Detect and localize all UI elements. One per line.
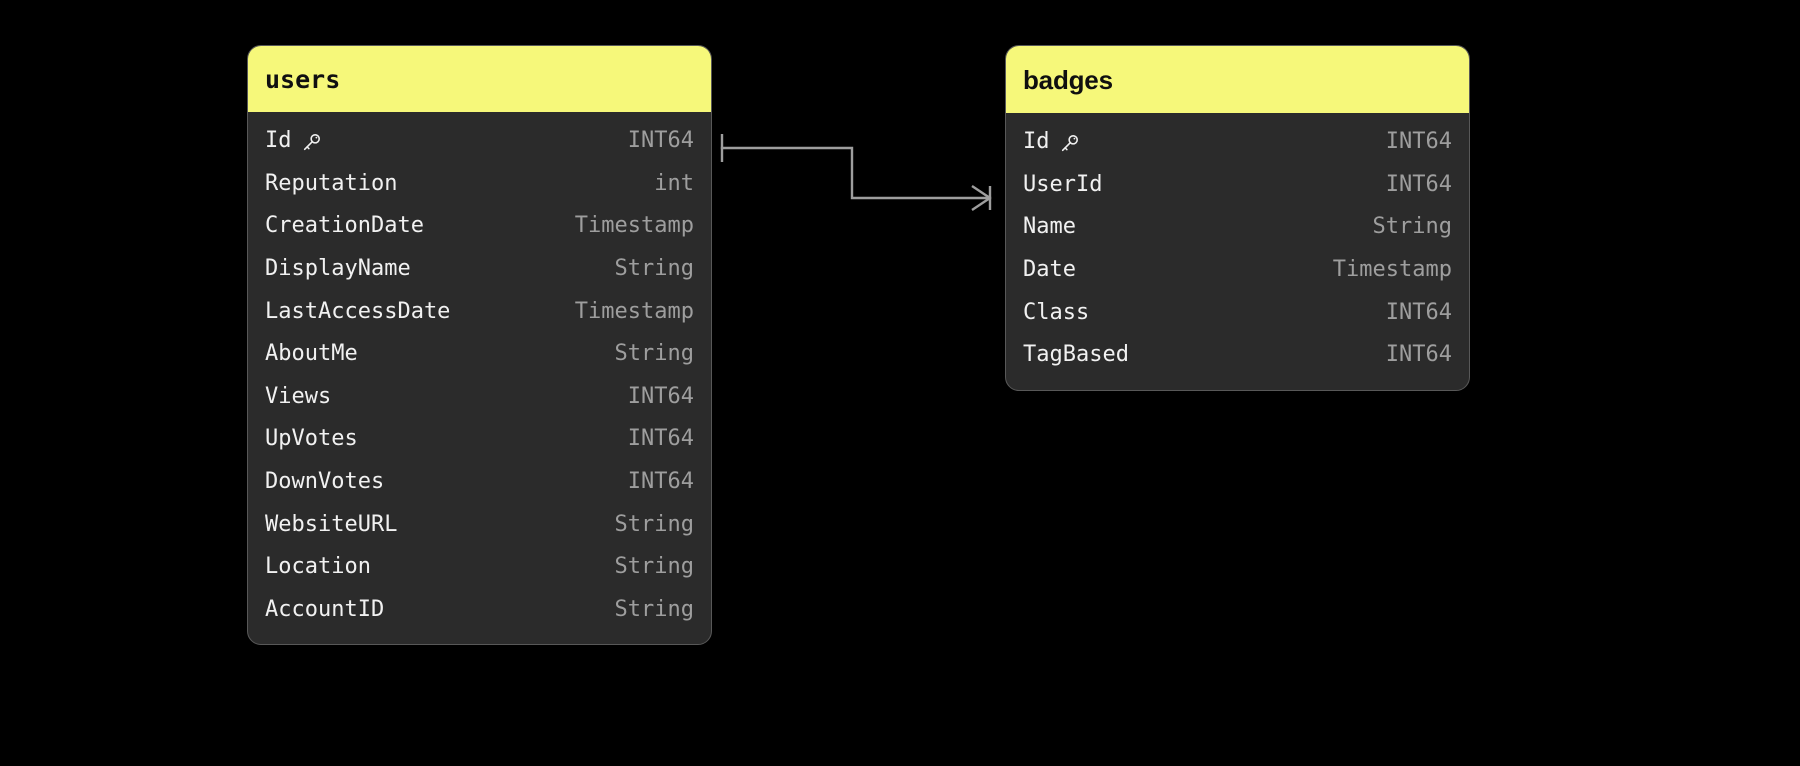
key-icon bbox=[1059, 133, 1080, 154]
field-label: Date bbox=[1023, 257, 1076, 283]
field-row[interactable]: TagBased INT64 bbox=[1006, 334, 1469, 377]
field-type: INT64 bbox=[1385, 342, 1452, 368]
field-type: Timestamp bbox=[574, 298, 694, 324]
field-name: Location bbox=[265, 556, 371, 578]
field-row[interactable]: UpVotes INT64 bbox=[248, 418, 711, 461]
field-name: Date bbox=[1023, 259, 1076, 281]
field-name: Id bbox=[265, 130, 322, 152]
field-label: TagBased bbox=[1023, 342, 1129, 368]
field-row[interactable]: AboutMe String bbox=[248, 333, 711, 376]
field-row[interactable]: Id INT64 bbox=[248, 120, 711, 163]
entity-field-list-users: Id INT64 Reputation int bbox=[248, 112, 711, 644]
field-label: Class bbox=[1023, 299, 1090, 325]
cardinality-many-crowsfoot bbox=[971, 185, 992, 211]
field-label: Location bbox=[265, 554, 371, 580]
field-name: AccountID bbox=[265, 596, 385, 622]
field-name: DownVotes bbox=[265, 471, 384, 493]
field-type: Timestamp bbox=[574, 213, 694, 239]
field-type: Timestamp bbox=[1332, 257, 1452, 283]
entity-title-users: users bbox=[248, 46, 711, 112]
field-row[interactable]: WebsiteURL String bbox=[248, 503, 711, 546]
field-name: CreationDate bbox=[265, 215, 424, 237]
field-type: INT64 bbox=[627, 426, 694, 452]
field-row[interactable]: Reputation int bbox=[248, 163, 711, 206]
field-type: int bbox=[654, 170, 694, 196]
field-label: LastAccessDate bbox=[265, 298, 451, 324]
field-name: Reputation bbox=[265, 170, 398, 196]
field-type: INT64 bbox=[627, 128, 694, 154]
field-name: LastAccessDate bbox=[265, 298, 451, 324]
field-row[interactable]: DownVotes INT64 bbox=[248, 461, 711, 504]
field-row[interactable]: CreationDate Timestamp bbox=[248, 205, 711, 248]
relationship-line bbox=[720, 146, 992, 200]
field-label: UserId bbox=[1023, 171, 1103, 197]
field-row[interactable]: DisplayName String bbox=[248, 248, 711, 291]
field-label: Id bbox=[265, 128, 292, 154]
field-type: INT64 bbox=[627, 383, 694, 409]
relationship-users-badges bbox=[720, 134, 992, 211]
field-label: UpVotes bbox=[265, 426, 358, 452]
field-row[interactable]: LastAccessDate Timestamp bbox=[248, 290, 711, 333]
field-label: Name bbox=[1023, 214, 1076, 240]
field-name: TagBased bbox=[1023, 344, 1129, 366]
field-label: AboutMe bbox=[265, 341, 358, 367]
field-row[interactable]: Id INT64 bbox=[1006, 121, 1469, 164]
field-name: UpVotes bbox=[265, 428, 358, 450]
field-type: INT64 bbox=[627, 469, 694, 495]
field-label: DownVotes bbox=[265, 469, 385, 495]
field-label: CreationDate bbox=[265, 213, 424, 239]
field-label: DisplayName bbox=[265, 256, 411, 282]
field-name: AboutMe bbox=[265, 343, 358, 365]
field-label: WebsiteURL bbox=[265, 511, 398, 537]
key-icon bbox=[301, 132, 322, 153]
field-row[interactable]: Date Timestamp bbox=[1006, 249, 1469, 292]
field-row[interactable]: AccountID String bbox=[248, 589, 711, 632]
field-row[interactable]: Class INT64 bbox=[1006, 291, 1469, 334]
entity-field-list-badges: Id INT64 UserId INT64 bbox=[1006, 113, 1469, 390]
field-type: String bbox=[614, 596, 694, 622]
field-type: INT64 bbox=[1385, 299, 1452, 325]
field-row[interactable]: Name String bbox=[1006, 206, 1469, 249]
field-name: Name bbox=[1023, 216, 1076, 238]
field-label: Id bbox=[1023, 129, 1050, 155]
field-type: String bbox=[614, 554, 694, 580]
field-name: Id bbox=[1023, 131, 1080, 153]
entity-card-users[interactable]: users Id INT64 bbox=[247, 45, 712, 646]
field-type: INT64 bbox=[1385, 129, 1452, 155]
field-row[interactable]: Views INT64 bbox=[248, 376, 711, 419]
field-row[interactable]: Location String bbox=[248, 546, 711, 589]
field-name: UserId bbox=[1023, 171, 1103, 197]
field-label: Reputation bbox=[265, 170, 398, 196]
field-type: String bbox=[614, 511, 694, 537]
field-type: String bbox=[614, 256, 694, 282]
field-label: Views bbox=[265, 383, 332, 409]
entity-title-badges: badges bbox=[1006, 46, 1469, 113]
entity-card-badges[interactable]: badges Id INT64 bbox=[1005, 45, 1470, 391]
field-type: INT64 bbox=[1385, 171, 1452, 197]
field-label: AccountID bbox=[265, 596, 385, 622]
field-name: WebsiteURL bbox=[265, 511, 398, 537]
field-type: String bbox=[1372, 214, 1452, 240]
field-name: Class bbox=[1023, 299, 1090, 325]
field-name: DisplayName bbox=[265, 258, 411, 280]
field-type: String bbox=[614, 341, 694, 367]
field-name: Views bbox=[265, 383, 332, 409]
field-row[interactable]: UserId INT64 bbox=[1006, 164, 1469, 207]
